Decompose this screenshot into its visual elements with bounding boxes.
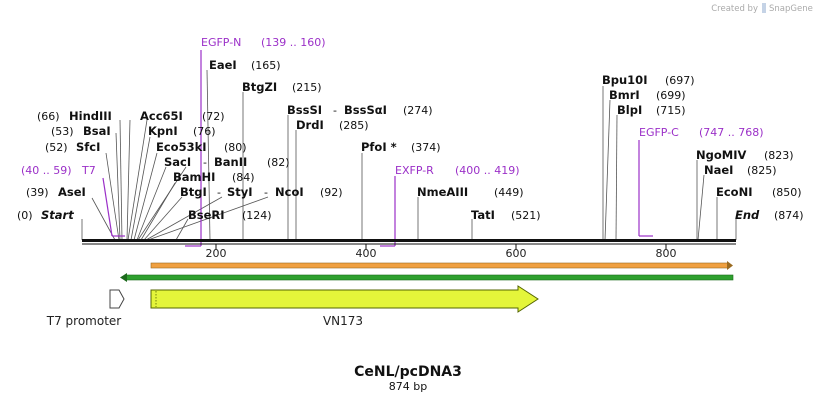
site-position: (449) bbox=[494, 186, 524, 199]
site-name: TatI bbox=[471, 208, 495, 222]
primer-name: T7 bbox=[81, 164, 96, 177]
svg-text:-: - bbox=[203, 156, 207, 169]
site-position: (82) bbox=[267, 156, 290, 169]
site-position: (697) bbox=[665, 74, 695, 87]
site-name: HindIII bbox=[69, 109, 112, 123]
svg-text:-: - bbox=[264, 186, 268, 199]
site-position: (215) bbox=[292, 81, 322, 94]
site-position: (521) bbox=[511, 209, 541, 222]
site-name: DrdI bbox=[296, 118, 324, 132]
vn173-cds-label: VN173 bbox=[323, 314, 363, 328]
map-length: 874 bp bbox=[389, 380, 427, 393]
site-position: (124) bbox=[242, 209, 272, 222]
site-position: (72) bbox=[202, 110, 225, 123]
site-name: Eco53kI bbox=[156, 140, 207, 154]
site-position: (850) bbox=[772, 186, 802, 199]
site-position: (52) bbox=[45, 141, 68, 154]
site-position: (699) bbox=[656, 89, 686, 102]
site-name: BssSI bbox=[287, 103, 322, 117]
site-name: StyI bbox=[227, 185, 253, 199]
primer-markers bbox=[102, 50, 653, 247]
site-position: (374) bbox=[411, 141, 441, 154]
site-name: PfoI * bbox=[361, 140, 397, 154]
site-name: NgoMIV bbox=[696, 148, 746, 162]
site-name: BlpI bbox=[617, 103, 642, 117]
site-name: EaeI bbox=[209, 58, 237, 72]
orf-forward bbox=[150, 261, 733, 270]
site-name: SacI bbox=[164, 155, 191, 169]
site-name: BssSαI bbox=[344, 103, 387, 117]
site-position: (53) bbox=[51, 125, 74, 138]
primer-range: (747 .. 768) bbox=[699, 126, 764, 139]
site-name: NcoI bbox=[275, 185, 304, 199]
site-name: BsaI bbox=[83, 124, 111, 138]
tick-label: 400 bbox=[356, 247, 377, 260]
tick-label: 800 bbox=[656, 247, 677, 260]
primer-range: (40 .. 59) bbox=[21, 164, 72, 177]
site-position: (92) bbox=[320, 186, 343, 199]
site-name: BanII bbox=[214, 155, 247, 169]
tick-label: 600 bbox=[506, 247, 527, 260]
site-name-end: End bbox=[735, 208, 760, 222]
site-name: BmrI bbox=[609, 88, 640, 102]
leader-lines bbox=[81, 69, 737, 241]
site-position: (84) bbox=[232, 171, 255, 184]
site-name: SfcI bbox=[76, 140, 100, 154]
tick-label: 200 bbox=[206, 247, 227, 260]
map-title: CeNL/pcDNA3 bbox=[354, 364, 462, 380]
brand-name: SnapGene bbox=[769, 4, 813, 14]
site-name: NaeI bbox=[704, 163, 733, 177]
vn173-cds-arrow bbox=[150, 285, 539, 313]
scale-ticks bbox=[215, 244, 667, 249]
site-name: AseI bbox=[58, 185, 86, 199]
site-name: KpnI bbox=[148, 124, 178, 138]
orf-reverse bbox=[120, 273, 734, 282]
site-name: BtgZI bbox=[242, 80, 277, 94]
site-position: (825) bbox=[747, 164, 777, 177]
site-position: (874) bbox=[774, 209, 804, 222]
t7-promoter-label: T7 promoter bbox=[46, 314, 122, 328]
primer-name: EGFP-C bbox=[639, 126, 679, 139]
primer-name: EGFP-N bbox=[201, 36, 241, 49]
site-name: NmeAIII bbox=[417, 185, 468, 199]
primer-range: (400 .. 419) bbox=[455, 164, 520, 177]
primer-name: EXFP-R bbox=[395, 164, 434, 177]
site-position: (76) bbox=[193, 125, 216, 138]
site-name: EcoNI bbox=[716, 185, 752, 199]
svg-text:-: - bbox=[333, 104, 337, 117]
site-name: Bpu10I bbox=[602, 73, 647, 87]
site-position: (165) bbox=[251, 59, 281, 72]
site-position: (66) bbox=[37, 110, 60, 123]
sequence-backbone bbox=[82, 239, 736, 242]
t7-promoter-arrow bbox=[109, 289, 125, 309]
site-position: (274) bbox=[403, 104, 433, 117]
snapgene-logo-icon bbox=[762, 3, 766, 13]
svg-text:-: - bbox=[217, 186, 221, 199]
site-name-start: Start bbox=[41, 208, 74, 222]
site-position: (715) bbox=[656, 104, 686, 117]
primer-range: (139 .. 160) bbox=[261, 36, 326, 49]
site-position: (285) bbox=[339, 119, 369, 132]
brand-prefix: Created by bbox=[711, 4, 758, 14]
site-name: BtgI bbox=[180, 185, 207, 199]
sequence-backbone-complement bbox=[82, 243, 736, 245]
site-position: (80) bbox=[224, 141, 247, 154]
site-name: BamHI bbox=[173, 170, 215, 184]
site-position: (823) bbox=[764, 149, 794, 162]
site-position: (39) bbox=[26, 186, 49, 199]
site-name: BseRI bbox=[188, 208, 225, 222]
site-position: (0) bbox=[17, 209, 33, 222]
site-name: Acc65I bbox=[140, 109, 183, 123]
